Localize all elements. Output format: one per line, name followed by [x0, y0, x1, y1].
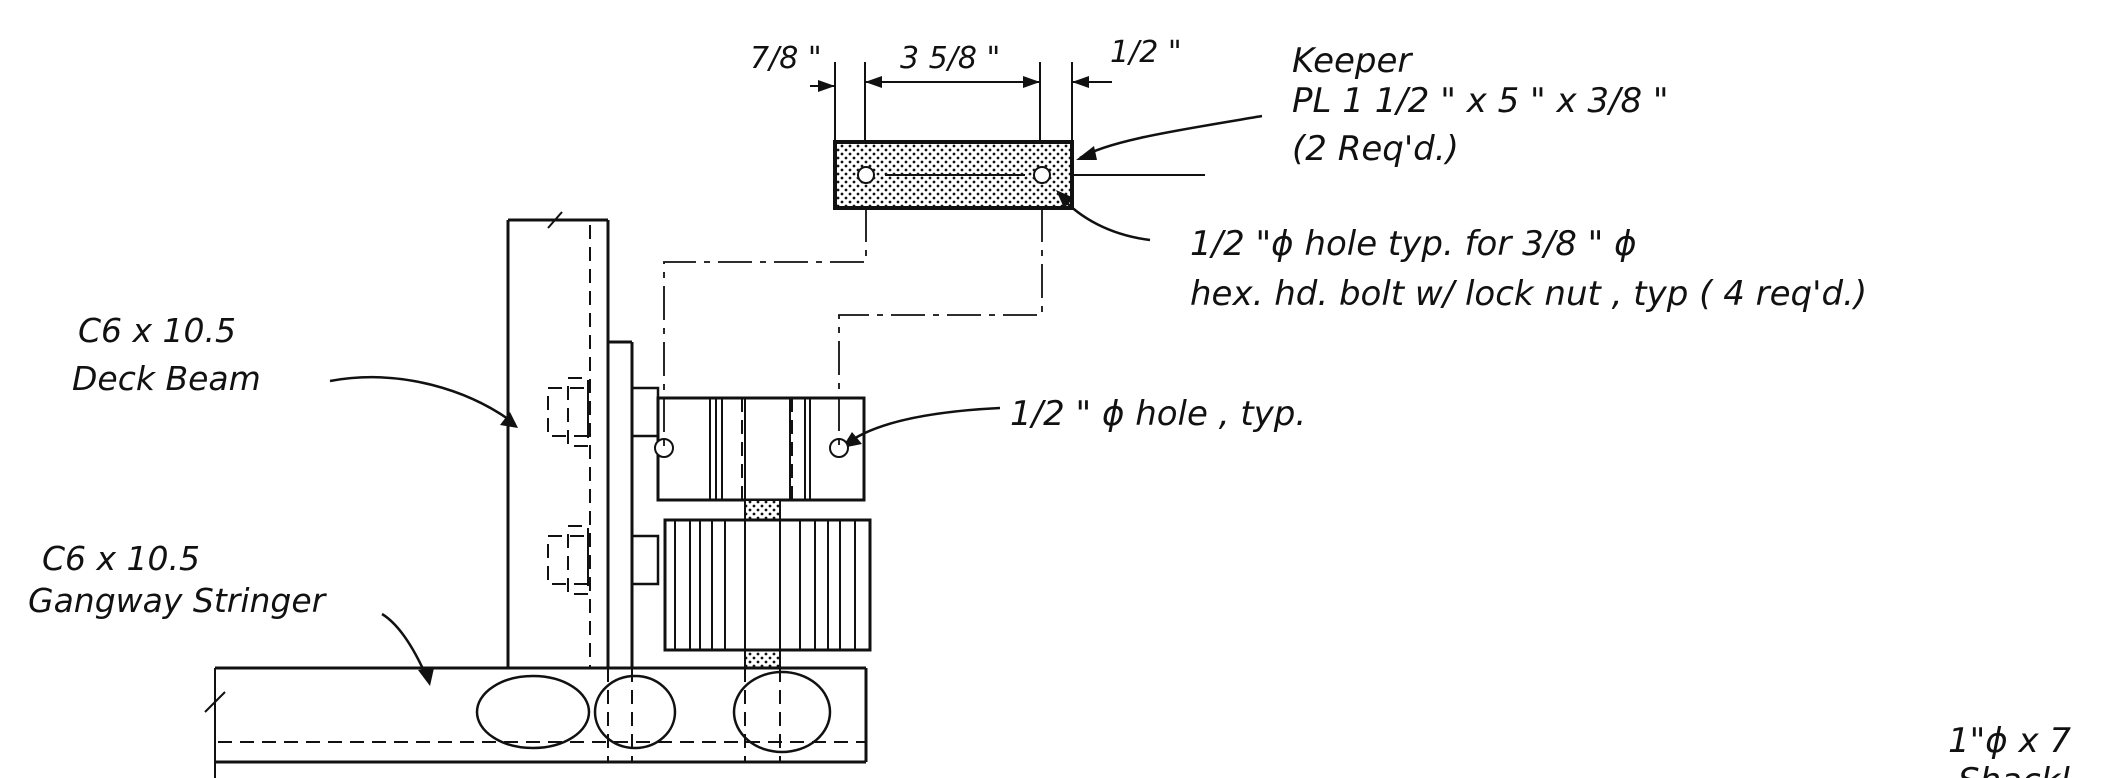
dimension-middle-label: 3 5/8 ": [900, 41, 1000, 76]
center-lines: [663, 208, 1043, 448]
keeper-qty: (2 Req'd.): [1292, 129, 1459, 169]
stringer-lightening-hole: [593, 674, 677, 750]
stringer-lightening-hole: [475, 674, 591, 750]
dimension-right-label: 1/2 ": [1110, 35, 1182, 70]
deck-beam-name: Deck Beam: [72, 359, 261, 398]
annotations: Keeper PL 1 1/2 " x 5 " x 3/8 " (2 Req'd…: [28, 41, 2071, 778]
bolt-note-line1: 1/2 "ϕ hole typ. for 3/8 " ϕ: [1190, 224, 1637, 264]
hole-note: 1/2 " ϕ hole , typ.: [1010, 394, 1306, 434]
keeper-leader: [1079, 114, 1263, 160]
arrowhead: [1076, 146, 1097, 160]
keeper-spec: PL 1 1/2 " x 5 " x 3/8 ": [1292, 81, 1669, 121]
shaft-spacer-lower: [744, 649, 781, 669]
stringer-size: C6 x 10.5: [42, 539, 200, 578]
deck-beam-size: C6 x 10.5: [78, 311, 236, 350]
break-mark: [204, 691, 226, 713]
keeper-hole-right: [1033, 166, 1051, 184]
bolt-note-line2: hex. hd. bolt w/ lock nut , typ ( 4 req'…: [1190, 274, 1867, 314]
dimension-chain: 7/8 " 3 5/8 " 1/2 ": [750, 35, 1182, 140]
keeper-title: Keeper: [1292, 41, 1413, 81]
corner-note-line1: 1"ϕ x 7: [1948, 721, 2071, 761]
shaft-spacer-upper: [744, 499, 781, 521]
arrowhead: [418, 668, 434, 686]
corner-note-line2: Shackl: [1958, 761, 2070, 778]
roller-hole-left: [654, 438, 674, 458]
stringer-lightening-hole: [732, 670, 832, 754]
deck-beam-leader: [329, 375, 516, 425]
arrowhead: [1023, 76, 1040, 88]
upper-roller: [654, 396, 866, 502]
arrowhead: [1072, 76, 1089, 88]
arrowhead: [1056, 190, 1074, 208]
break-mark: [547, 211, 563, 229]
leader-lines: [329, 114, 1263, 686]
gangway-stringer: [204, 666, 868, 778]
dimension-left-label: 7/8 ": [750, 41, 822, 76]
deck-beam: [506, 211, 610, 668]
vertical-plate: [608, 340, 634, 668]
keeper-hole-left: [857, 166, 875, 184]
hole-typ-leader: [844, 406, 1001, 446]
arrowhead: [865, 76, 882, 88]
stringer-name: Gangway Stringer: [28, 581, 328, 620]
bolt-assemblies: [547, 377, 660, 595]
keeper-plate: [833, 140, 1205, 210]
arrowhead: [818, 80, 835, 92]
lower-roller: [663, 518, 872, 652]
